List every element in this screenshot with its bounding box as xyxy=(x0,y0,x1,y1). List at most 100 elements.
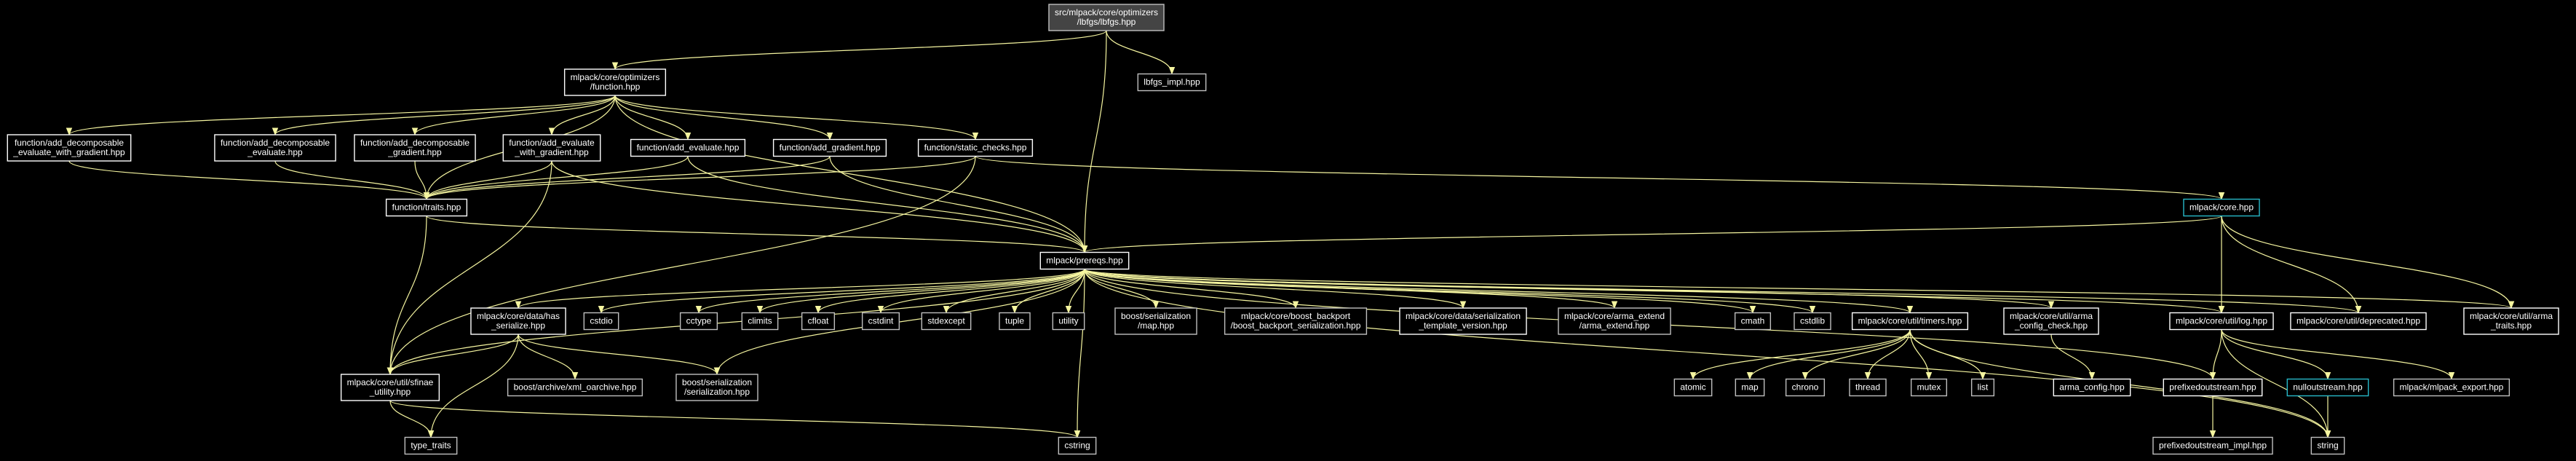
node-label: nulloutstream.hpp xyxy=(2293,382,2363,393)
node-list[interactable]: list xyxy=(1970,378,1995,397)
node-has-serialize[interactable]: mlpack/core/data/has_serialize.hpp xyxy=(470,307,566,335)
edge-prereqs-to-cstring xyxy=(1074,269,1085,438)
node-box xyxy=(921,312,972,331)
edge-prereqs-to-cctype xyxy=(695,269,1085,314)
node-add-eval-grad[interactable]: function/add_evaluate_with_gradient.hpp xyxy=(502,134,601,162)
node-climits[interactable]: climits xyxy=(741,312,779,331)
node-box xyxy=(2169,312,2274,331)
edge-add-dec-eval-to-traits xyxy=(274,160,430,200)
edge-prereqs-to-boost-serial xyxy=(713,269,1085,376)
node-log[interactable]: mlpack/core/util/log.hpp xyxy=(2169,312,2274,331)
node-boost-backport[interactable]: mlpack/core/boost_backport/boost_backpor… xyxy=(1224,307,1368,335)
node-label: cstring xyxy=(1064,441,1090,451)
node-mlpack-export[interactable]: mlpack/mlpack_export.hpp xyxy=(2393,378,2510,397)
node-type-traits[interactable]: type_traits xyxy=(404,436,458,455)
node-box xyxy=(1224,307,1368,335)
edge-prereqs-to-cstdint xyxy=(877,269,1085,314)
edge-prereqs-to-serial-template xyxy=(1084,268,1467,310)
node-box xyxy=(2163,378,2263,397)
node-boost-map[interactable]: boost/serialization/map.hpp xyxy=(1114,307,1197,335)
edge-prereqs-to-boost-map xyxy=(1084,269,1160,310)
node-cstring[interactable]: cstring xyxy=(1058,436,1097,455)
edge-prereqs-to-tuple xyxy=(1011,269,1085,314)
node-prefixed-impl[interactable]: prefixedoutstream_impl.hpp xyxy=(2152,436,2273,455)
node-thread[interactable]: thread xyxy=(1849,378,1887,397)
node-deprecated[interactable]: mlpack/core/util/deprecated.hpp xyxy=(2290,312,2427,331)
node-label: mlpack/prereqs.hpp xyxy=(1046,256,1123,266)
node-arma-config[interactable]: arma_config.hpp xyxy=(2053,378,2131,397)
edge-layer xyxy=(66,30,2515,438)
node-mutex[interactable]: mutex xyxy=(1910,378,1948,397)
node-label: function/add_decomposable xyxy=(221,138,330,148)
node-chrono[interactable]: chrono xyxy=(1785,378,1826,397)
edge-function-to-add-dec-eval-grad xyxy=(66,95,616,136)
node-label: mlpack/core/arma_extend xyxy=(1564,311,1665,321)
edge-timers-to-chrono xyxy=(1802,329,1911,380)
edge-static-checks-to-sfinae xyxy=(387,156,976,376)
node-label: _evaluate.hpp xyxy=(247,147,303,157)
node-add-dec-eval-grad[interactable]: function/add_decomposable_evaluate_with_… xyxy=(7,134,132,162)
node-cctype[interactable]: cctype xyxy=(679,312,718,331)
node-label: cmath xyxy=(1741,316,1765,326)
node-box xyxy=(917,138,1034,157)
node-box xyxy=(2310,436,2345,455)
node-atomic[interactable]: atomic xyxy=(1673,378,1713,397)
node-box xyxy=(679,312,718,331)
node-tuple[interactable]: tuple xyxy=(999,312,1031,331)
edge-core-to-prereqs xyxy=(1082,215,2222,253)
node-add-eval[interactable]: function/add_evaluate.hpp xyxy=(630,138,746,157)
node-function[interactable]: mlpack/core/optimizers/function.hpp xyxy=(563,68,667,96)
node-cstdlib[interactable]: cstdlib xyxy=(1794,312,1831,331)
node-sfinae[interactable]: mlpack/core/util/sfinae_utility.hpp xyxy=(340,374,440,401)
node-lbfgs-impl[interactable]: lbfgs_impl.hpp xyxy=(1137,73,1207,92)
edge-function-to-add-eval xyxy=(614,95,691,141)
node-add-dec-eval[interactable]: function/add_decomposable_evaluate.hpp xyxy=(214,134,336,162)
node-label: _traits.hpp xyxy=(2490,320,2532,331)
edge-has-serialize-to-sfinae xyxy=(387,334,519,376)
node-arma-extend[interactable]: mlpack/core/arma_extend/arma_extend.hpp xyxy=(1558,307,1671,335)
node-traits[interactable]: function/traits.hpp xyxy=(385,198,468,217)
node-core[interactable]: mlpack/core.hpp xyxy=(2183,198,2260,217)
node-nulloutstream[interactable]: nulloutstream.hpp xyxy=(2286,378,2369,397)
node-map[interactable]: map xyxy=(1735,378,1765,397)
node-box xyxy=(1851,312,1969,331)
edge-timers-to-thread xyxy=(1864,329,1911,380)
node-label: boost/archive/xml_oarchive.hpp xyxy=(514,382,637,393)
node-add-grad[interactable]: function/add_gradient.hpp xyxy=(772,138,887,157)
node-lbfgs[interactable]: src/mlpack/core/optimizers/lbfgs/lbfgs.h… xyxy=(1048,4,1165,31)
node-cfloat[interactable]: cfloat xyxy=(801,312,836,331)
node-label: /function.hpp xyxy=(590,82,641,92)
node-box xyxy=(1785,378,1826,397)
edge-sfinae-to-type-traits xyxy=(389,400,435,438)
node-cmath[interactable]: cmath xyxy=(1734,312,1772,331)
edge-prereqs-to-climits xyxy=(756,269,1085,314)
edge-timers-to-map xyxy=(1746,329,1911,380)
node-add-dec-grad[interactable]: function/add_decomposable_gradient.hpp xyxy=(354,134,476,162)
node-box xyxy=(583,312,619,331)
node-timers[interactable]: mlpack/core/util/timers.hpp xyxy=(1851,312,1969,331)
node-label: /serialization.hpp xyxy=(684,387,750,397)
node-static-checks[interactable]: function/static_checks.hpp xyxy=(917,138,1034,157)
node-label: climits xyxy=(748,316,772,326)
node-stdexcept[interactable]: stdexcept xyxy=(921,312,972,331)
node-arma-config-check[interactable]: mlpack/core/util/arma_config_check.hpp xyxy=(2003,307,2099,335)
node-string[interactable]: string xyxy=(2310,436,2345,455)
node-cstdio[interactable]: cstdio xyxy=(583,312,619,331)
node-label: mlpack/core/data/has xyxy=(477,311,560,321)
node-arma-traits[interactable]: mlpack/core/util/arma_traits.hpp xyxy=(2463,307,2559,335)
node-xml-oarchive[interactable]: boost/archive/xml_oarchive.hpp xyxy=(507,378,643,397)
edge-sfinae-to-cstring xyxy=(389,400,1080,438)
node-box xyxy=(502,134,601,162)
node-serial-template[interactable]: mlpack/core/data/serialization_template_… xyxy=(1399,307,1527,335)
node-label: mlpack/core/util/timers.hpp xyxy=(1858,316,1962,326)
node-utility[interactable]: utility xyxy=(1052,312,1085,331)
node-label: boost/serialization xyxy=(1121,311,1191,321)
node-label: boost/serialization xyxy=(682,377,752,387)
node-boost-serial[interactable]: boost/serialization/serialization.hpp xyxy=(675,374,758,401)
edge-function-to-add-dec-grad xyxy=(411,95,616,136)
node-prefixed[interactable]: prefixedoutstream.hpp xyxy=(2163,378,2263,397)
node-cstdint[interactable]: cstdint xyxy=(861,312,900,331)
edge-arma-config-check-to-arma-config xyxy=(2050,334,2096,380)
node-prereqs[interactable]: mlpack/prereqs.hpp xyxy=(1039,251,1130,270)
